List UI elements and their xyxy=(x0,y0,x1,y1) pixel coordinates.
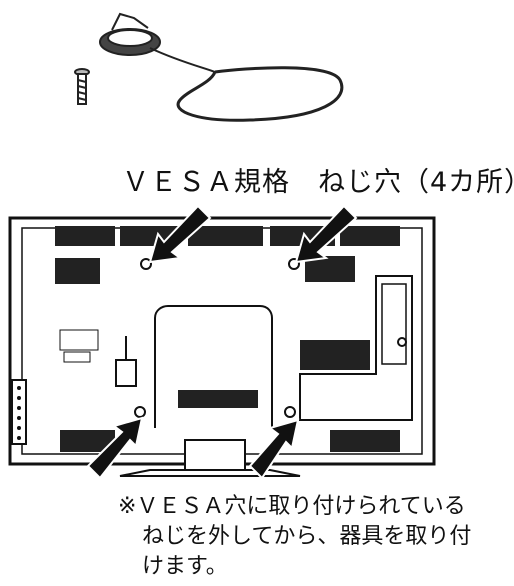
installation-note: ※ＶＥＳＡ穴に取り付けられている ねじを外してから、器具を取り付 けます。 xyxy=(118,492,508,582)
vesa-hole-top-left xyxy=(140,258,152,270)
vesa-hole-bottom-left xyxy=(134,406,146,418)
arrow-top-left xyxy=(148,204,212,264)
vesa-heading: ＶＥＳＡ規格 ねじ穴（4カ所） xyxy=(122,167,514,198)
tv-back-panel xyxy=(8,216,436,477)
pointer-arrows xyxy=(86,204,358,480)
note-line-3: けます。 xyxy=(142,554,228,579)
note-line-2: ねじを外してから、器具を取り付 xyxy=(142,524,472,549)
arrow-bottom-left xyxy=(86,416,144,480)
cable-clip-illustration xyxy=(99,12,344,122)
arrow-top-right xyxy=(294,204,358,264)
screw-illustration xyxy=(74,68,90,105)
note-line-1: ※ＶＥＳＡ穴に取り付けられている xyxy=(118,494,466,519)
arrow-bottom-right xyxy=(248,418,300,480)
vesa-hole-bottom-right xyxy=(284,406,296,418)
